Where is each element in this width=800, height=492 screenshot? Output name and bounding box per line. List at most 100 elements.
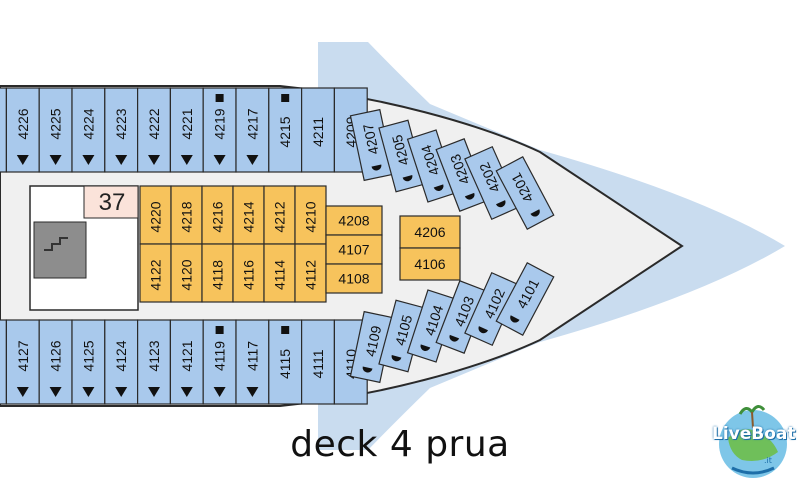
- cabin[interactable]: 4217: [235, 87, 270, 173]
- cabin[interactable]: 4121: [169, 319, 204, 405]
- balcony-icon: [82, 387, 95, 397]
- cabin-number: 4123: [146, 340, 162, 371]
- cabin-number: 4108: [338, 271, 369, 287]
- window-icon: [495, 200, 506, 208]
- cabin-number: 4224: [80, 108, 96, 139]
- cabin[interactable]: 4118: [201, 243, 234, 303]
- cabin[interactable]: 4205: [378, 119, 426, 193]
- cabin[interactable]: 4220: [139, 185, 172, 245]
- cabin[interactable]: 4201: [495, 156, 555, 230]
- cabin-number: 4205: [389, 133, 413, 167]
- cabin-number: 4217: [244, 108, 260, 139]
- cabin[interactable]: 4115: [268, 319, 303, 405]
- cabin[interactable]: 4210: [294, 185, 327, 245]
- cabin[interactable]: 4202: [464, 145, 520, 221]
- cabin-number: 4118: [210, 260, 226, 290]
- cabin[interactable]: 4126: [38, 319, 73, 405]
- cabin[interactable]: 4125: [71, 319, 106, 405]
- accessible-icon: [281, 326, 290, 334]
- cabin-number: 4124: [113, 340, 129, 371]
- cabin[interactable]: 4127: [5, 319, 40, 405]
- cabin-number: 4126: [48, 340, 64, 371]
- cabin-number: 4122: [148, 259, 164, 290]
- cabin-number: 4115: [277, 349, 293, 379]
- cabin-number: 4219: [212, 108, 228, 139]
- cabin[interactable]: 4124: [104, 319, 139, 405]
- balcony-icon: [49, 387, 62, 397]
- cabin-number: 4223: [113, 108, 129, 139]
- window-icon: [371, 164, 382, 171]
- stair-number: 37: [99, 189, 126, 216]
- cabin[interactable]: 4114: [263, 243, 296, 303]
- logo-suffix: .it: [764, 456, 772, 465]
- cabin[interactable]: 4116: [232, 243, 265, 303]
- cabin[interactable]: 4106: [399, 247, 461, 281]
- cabin[interactable]: 4101: [495, 262, 555, 336]
- cabin[interactable]: 4108: [325, 263, 383, 294]
- cabin-number: 4207: [360, 122, 382, 156]
- cabin-number: 4116: [241, 260, 257, 290]
- cabin-number: 4109: [362, 324, 384, 358]
- cabin[interactable]: 4119: [202, 319, 237, 405]
- window-icon: [391, 354, 402, 362]
- window-icon: [510, 315, 520, 323]
- cabin[interactable]: 4222: [137, 87, 171, 173]
- logo-text: LiveBoat: [712, 424, 796, 444]
- cabin[interactable]: 4215: [268, 87, 303, 173]
- cabin-number: 4106: [414, 256, 445, 272]
- balcony-icon: [115, 387, 128, 397]
- cabin[interactable]: 4218: [170, 185, 203, 245]
- cabin[interactable]: 4206: [399, 215, 461, 249]
- cabin[interactable]: 4208: [325, 205, 383, 236]
- cabin-number: 4212: [272, 201, 288, 232]
- globe-icon: [719, 405, 787, 478]
- cabin-number: 4214: [241, 201, 257, 232]
- accessible-icon: [215, 94, 224, 102]
- cabin-number: 4221: [179, 108, 195, 139]
- cabin[interactable]: 4221: [169, 87, 204, 173]
- cabin-number: 4117: [244, 341, 260, 371]
- deck-caption: deck 4 prua: [290, 424, 510, 465]
- cabin[interactable]: 4122: [139, 243, 172, 303]
- cabin-number: 4120: [179, 259, 195, 290]
- inner-cabins: 4220 4218 4216 4214 4212 4210 4122 4120 4118 4116…: [139, 185, 327, 303]
- cabin-number: 4125: [80, 340, 96, 371]
- liveboat-logo: LiveBoat .it: [712, 398, 796, 484]
- cabin[interactable]: 4219: [202, 87, 237, 173]
- cabin[interactable]: 4212: [263, 185, 296, 245]
- cabin-number: 4216: [210, 201, 226, 232]
- balcony-icon: [16, 387, 29, 397]
- cabin[interactable]: 4117: [235, 319, 270, 405]
- balcony-icon: [82, 155, 95, 165]
- window-icon: [420, 344, 431, 351]
- cabin[interactable]: 4224: [71, 87, 106, 173]
- cabin[interactable]: 4111: [301, 319, 335, 405]
- cabin[interactable]: 4120: [170, 243, 203, 303]
- window-icon: [478, 326, 489, 334]
- balcony-icon: [246, 155, 259, 165]
- cabin-number: 4111: [310, 349, 326, 378]
- cabin[interactable]: 4112: [294, 243, 327, 303]
- balcony-icon: [180, 387, 193, 397]
- cabin[interactable]: 4214: [232, 185, 265, 245]
- cabin[interactable]: 4223: [104, 87, 139, 173]
- cabin[interactable]: 4226: [5, 87, 40, 173]
- cabin[interactable]: 4225: [38, 87, 73, 173]
- accessible-icon: [281, 94, 290, 102]
- cabin-number: 4220: [148, 201, 164, 232]
- cabin-number: 4218: [179, 201, 195, 232]
- cabin[interactable]: 4103: [435, 280, 489, 354]
- cabin-number: 4107: [338, 242, 369, 258]
- cabin-number: 4226: [15, 108, 31, 139]
- cabin[interactable]: 4128: [0, 319, 7, 405]
- cabin[interactable]: 4216: [201, 185, 234, 245]
- cabin[interactable]: 4123: [137, 319, 171, 405]
- cabin[interactable]: 4204: [406, 129, 458, 203]
- window-icon: [402, 174, 413, 182]
- cabin[interactable]: 4227: [0, 87, 7, 173]
- cabin[interactable]: 4211: [301, 87, 335, 173]
- cabin-number: 4208: [338, 213, 369, 229]
- cabin[interactable]: 4107: [325, 234, 383, 265]
